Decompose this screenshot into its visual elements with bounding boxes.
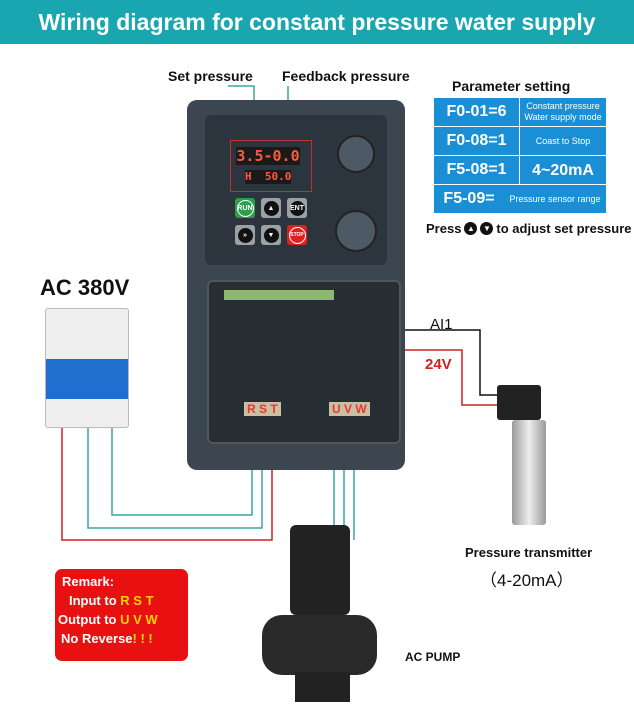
- run-button[interactable]: RUN: [235, 198, 255, 218]
- page-title: Wiring diagram for constant pressure wat…: [0, 0, 634, 44]
- power-label: AC 380V: [40, 275, 130, 300]
- pump-label: AC PUMP: [405, 650, 461, 664]
- terminal-compartment: R S T U V W: [207, 280, 401, 444]
- transmitter-range: （4-20mA）: [480, 571, 574, 590]
- control-terminal-block: [224, 290, 334, 300]
- breaker-levers[interactable]: [46, 359, 128, 399]
- feedback-pressure-label: Feedback pressure: [282, 68, 410, 84]
- transmitter-label: Pressure transmitter: [465, 545, 593, 560]
- wire-r: [61, 400, 273, 541]
- ai1-label: AI1: [430, 316, 453, 333]
- mode-switch-knob[interactable]: [335, 210, 377, 252]
- output-terminals: U V W: [329, 402, 370, 416]
- down-button[interactable]: ▼: [261, 225, 281, 245]
- pump-base: [295, 672, 350, 702]
- stop-button[interactable]: STOP: [287, 225, 307, 245]
- up-button[interactable]: ▲: [261, 198, 281, 218]
- remark-title: Remark:: [62, 574, 115, 589]
- remark-box: Remark: Input to R S T Output to U V W N…: [55, 569, 188, 661]
- up-arrow-icon: ▲: [464, 222, 478, 235]
- shift-button[interactable]: »: [235, 225, 255, 245]
- display-top: 3.5-0.0: [236, 147, 300, 165]
- circuit-breaker: [45, 308, 129, 428]
- set-pressure-label: Set pressure: [168, 68, 253, 84]
- display-bottom: H 50.0: [245, 170, 292, 184]
- down-arrow-icon: ▼: [480, 222, 494, 235]
- potentiometer-knob[interactable]: [337, 135, 375, 173]
- pump-motor: [290, 525, 350, 615]
- parameter-heading: Parameter setting: [452, 78, 571, 94]
- pressure-transmitter: [512, 420, 546, 525]
- parameter-row: F5-09=Pressure sensor range: [443, 190, 601, 207]
- enter-button[interactable]: ENT: [287, 198, 307, 218]
- transmitter-connector: [497, 385, 541, 420]
- control-panel: 3.5-0.0 H 50.0 RUN ▲ ENT » ▼ STOP: [205, 115, 387, 265]
- adjust-hint: Press ▲ ▼ to adjust set pressure: [426, 221, 632, 236]
- pump-body: [262, 615, 377, 675]
- input-terminals: R S T: [244, 402, 281, 416]
- 24v-label: 24V: [425, 356, 452, 373]
